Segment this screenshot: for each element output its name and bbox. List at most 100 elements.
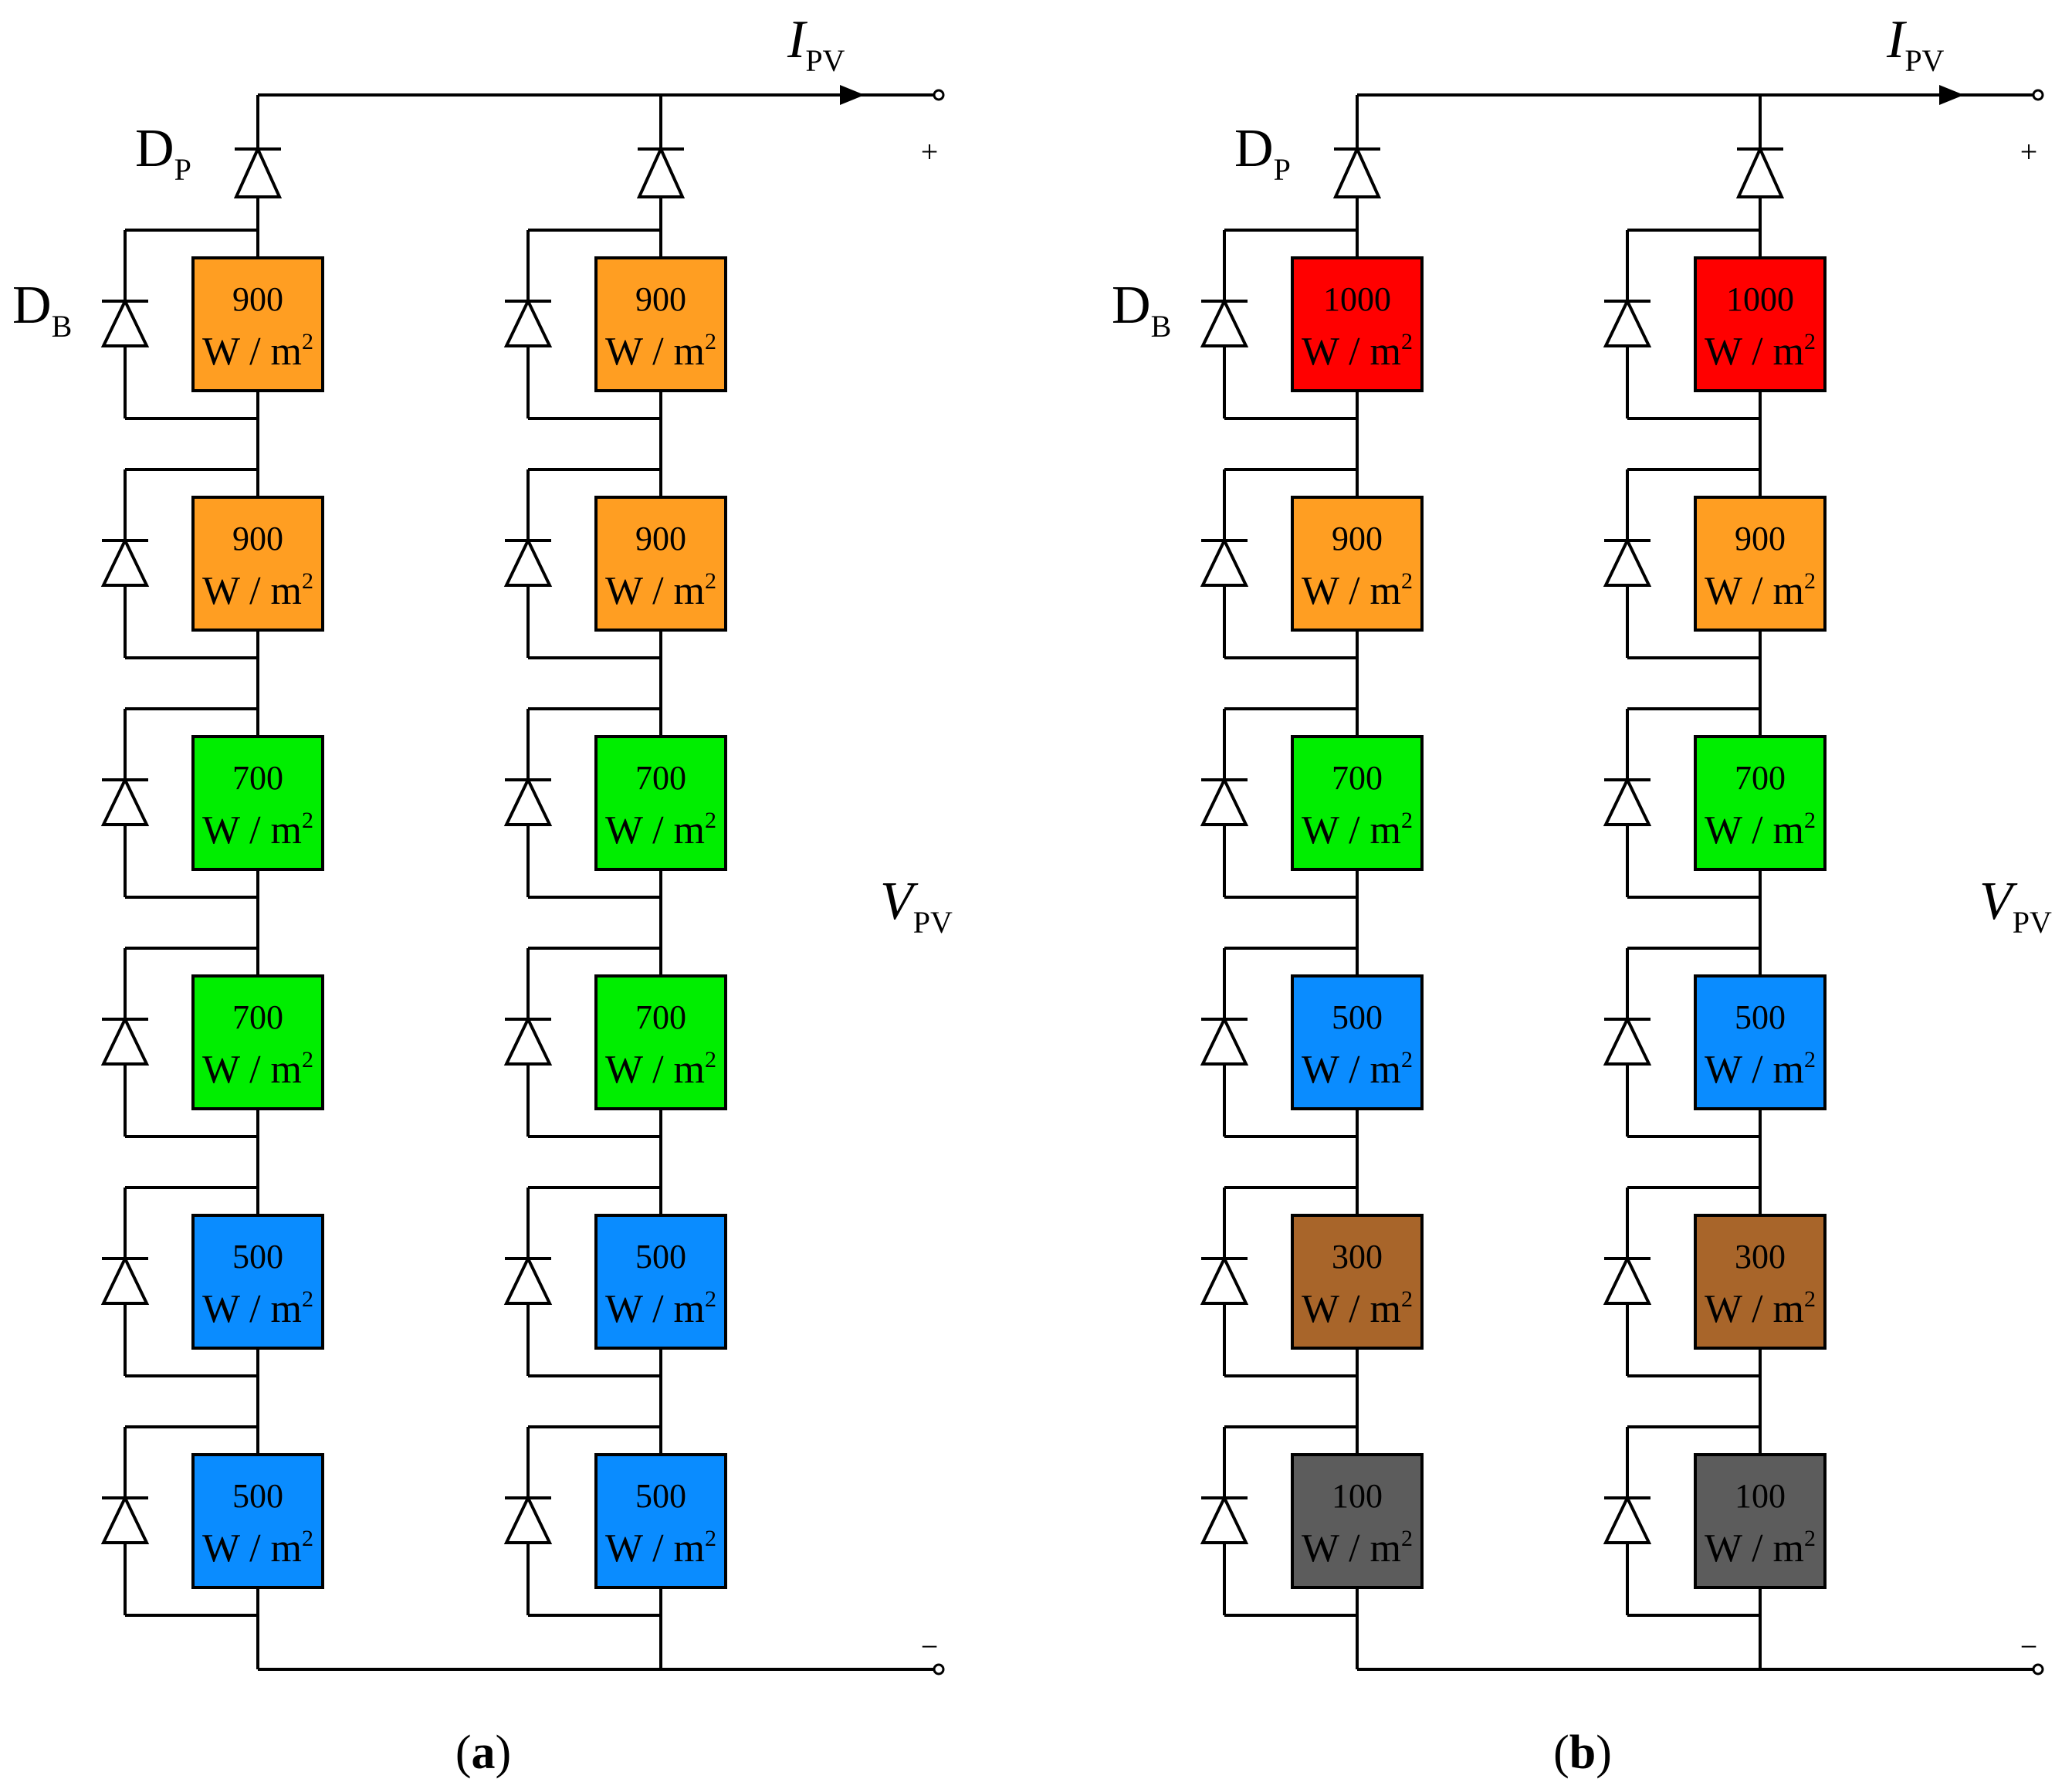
irradiance-value: 700 — [635, 998, 686, 1036]
minus-sign: − — [921, 1629, 939, 1664]
diode-triangle — [503, 776, 553, 826]
irradiance-unit: W / m2 — [605, 568, 716, 613]
irradiance-unit: W / m2 — [1302, 1286, 1413, 1331]
irradiance-panel — [1291, 256, 1424, 392]
irradiance-panel — [1694, 1453, 1827, 1589]
dp-label: DP — [135, 119, 191, 187]
irradiance-unit: W / m2 — [202, 1286, 313, 1331]
irradiance-panel — [191, 1214, 324, 1350]
irradiance-panel — [594, 256, 727, 392]
diode-triangle — [503, 1255, 553, 1305]
diode-triangle — [1603, 1494, 1652, 1544]
blocking-diode — [1735, 145, 1785, 198]
plus-sign: + — [921, 134, 939, 169]
diode-triangle — [636, 145, 686, 198]
irradiance-unit: W / m2 — [1302, 1526, 1413, 1570]
irradiance-value: 100 — [1735, 1477, 1786, 1515]
negative-terminal — [2032, 1663, 2044, 1675]
irradiance-value: 700 — [635, 759, 686, 797]
irradiance-panel — [191, 974, 324, 1110]
irradiance-panel — [1694, 974, 1827, 1110]
irradiance-panel — [1291, 735, 1424, 871]
irradiance-value: 100 — [1332, 1477, 1383, 1515]
irradiance-value: 300 — [1735, 1238, 1786, 1276]
diode-triangle — [1332, 145, 1382, 198]
irradiance-panel — [191, 735, 324, 871]
bypass-diode — [503, 537, 553, 587]
irradiance-panel — [191, 256, 324, 392]
diode-triangle — [1603, 1255, 1652, 1305]
bypass-diode — [1603, 1255, 1652, 1305]
irradiance-unit: W / m2 — [1705, 1047, 1816, 1092]
diode-triangle — [100, 1494, 150, 1544]
irradiance-value: 900 — [232, 280, 283, 318]
voltage-label: VPV — [880, 872, 953, 940]
irradiance-panel — [594, 1453, 727, 1589]
diode-triangle — [233, 145, 283, 198]
voltage-label: VPV — [1979, 872, 2052, 940]
irradiance-panel — [594, 496, 727, 632]
irradiance-value: 500 — [635, 1477, 686, 1515]
irradiance-unit: W / m2 — [1705, 808, 1816, 852]
bypass-diode — [100, 297, 150, 347]
irradiance-value: 900 — [1332, 520, 1383, 557]
plus-sign: + — [2020, 134, 2038, 169]
diode-triangle — [1200, 776, 1249, 826]
bypass-diode — [503, 776, 553, 826]
bypass-diode — [1200, 297, 1249, 347]
irradiance-panel — [1291, 1214, 1424, 1350]
diode-triangle — [100, 537, 150, 587]
bypass-diode — [503, 1255, 553, 1305]
irradiance-value: 500 — [635, 1238, 686, 1276]
irradiance-unit: W / m2 — [605, 329, 716, 374]
irradiance-unit: W / m2 — [1302, 1047, 1413, 1092]
diode-triangle — [1603, 1015, 1652, 1066]
irradiance-value: 900 — [635, 280, 686, 318]
current-arrow — [840, 85, 865, 105]
diode-triangle — [1200, 297, 1249, 347]
bypass-diode — [100, 1015, 150, 1066]
irradiance-panel — [1291, 974, 1424, 1110]
irradiance-unit: W / m2 — [1705, 568, 1816, 613]
irradiance-panel — [1694, 496, 1827, 632]
irradiance-panel — [191, 1453, 324, 1589]
minus-sign: − — [2020, 1629, 2038, 1664]
irradiance-unit: W / m2 — [605, 1526, 716, 1570]
bypass-diode — [1200, 776, 1249, 826]
bypass-diode — [1200, 537, 1249, 587]
irradiance-value: 700 — [232, 998, 283, 1036]
bypass-diode — [100, 776, 150, 826]
irradiance-value: 500 — [1735, 998, 1786, 1036]
irradiance-unit: W / m2 — [202, 329, 313, 374]
bypass-diode — [503, 297, 553, 347]
bypass-diode — [503, 1494, 553, 1544]
bypass-diode — [1200, 1255, 1249, 1305]
diode-triangle — [1603, 297, 1652, 347]
diode-triangle — [1200, 1494, 1249, 1544]
pv-module: 500 W / m2 — [503, 1425, 727, 1617]
bypass-diode — [1603, 1015, 1652, 1066]
diode-triangle — [1200, 1255, 1249, 1305]
blocking-diode — [1332, 145, 1382, 198]
diode-triangle — [1200, 537, 1249, 587]
irradiance-panel — [1694, 1214, 1827, 1350]
irradiance-panel — [594, 735, 727, 871]
diode-triangle — [100, 1015, 150, 1066]
db-label: DB — [1112, 276, 1171, 344]
bypass-diode — [1603, 297, 1652, 347]
